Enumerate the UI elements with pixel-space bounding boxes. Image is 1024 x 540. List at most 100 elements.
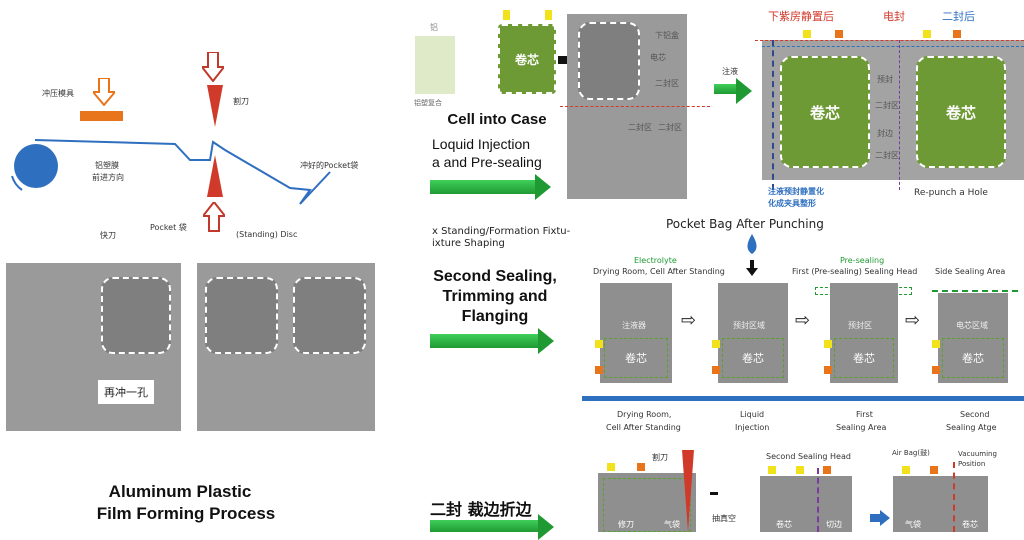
second-title-1: Second Sealing, [433,268,557,285]
core-1: 卷芯 [780,56,870,168]
bottom-flow-arrow-icon [710,492,718,495]
re-punch-label: 再冲一孔 [98,380,154,404]
film-label: 铝塑膜 [95,161,119,170]
drop-icon [744,234,760,282]
right-label-5: 二封区 [658,123,682,132]
core-2: 卷芯 [916,56,1006,168]
dry-top-label: Drying Room, Cell After Standing [593,267,725,276]
seal-cell-4-top: 电芯区域 [956,321,988,330]
bottom-4b: Sealing Atge [946,423,997,432]
right-sheet-tabs [803,30,1023,40]
punched-pocket-label: 冲好的Pocket袋 [300,161,359,170]
vacuum-label-2: Position [958,460,986,468]
case-redline [560,106,710,107]
left-section: 冲压模具 割刀 铝塑膜 前进方向 冲好的Pocket袋 Pocket 袋 快刀 … [0,0,395,532]
bottom-cell-2 [760,476,852,532]
green-arrow-3-icon [430,514,554,540]
mid-label-1: 预封 [877,75,893,84]
bottom-cell-2-label-a: 卷芯 [776,520,792,529]
bottom-cell-1 [598,473,696,532]
bottom-cell-3-red-line [953,462,955,532]
tab-1 [503,10,510,20]
cutter-blade-icon [205,85,225,209]
step-3-label: a and Pre-sealing [432,154,542,170]
electrolyte-label: Electrolyte [634,256,677,265]
press-die-arrow-icon [90,77,118,110]
inject-label: 注液 [722,67,738,76]
direction-label: 前进方向 [92,173,124,182]
press-die-block [80,111,123,121]
small-label: 铝 [430,23,438,32]
pocket-bag-label: Pocket 袋 [150,223,187,232]
case-pocket [578,22,640,100]
film-sheet [415,36,455,94]
cn-title: 二封 裁边折边 [430,500,532,519]
second-head-label: Second Sealing Head [766,452,851,461]
knife-label: 快刀 [100,231,116,240]
repunch-label: Re-punch a Hole [914,188,988,198]
pocket-after-label: Pocket Bag After Punching [666,217,824,231]
right-label-2: 电芯 [650,53,666,62]
sheet-blue-vertical [772,40,774,190]
standing-label-2: ixture Shaping [432,238,505,249]
vac-cn-label: 抽真空 [712,514,736,523]
film-roll-icon [8,138,68,202]
seal-cell-4-core: 卷芯 [942,338,1004,378]
seal-cell-2-top: 预封区域 [733,321,765,330]
left-title-line2: Film Forming Process [96,504,276,523]
bottom-cell-2-label-b: 切边 [826,520,842,529]
bottom-2b: Injection [735,423,770,432]
tab-2 [545,10,552,20]
flow-arrow-1-icon: ⇨ [681,310,697,331]
bottom-blue-arrow-icon [870,510,890,530]
bottom-3b: Sealing Area [836,423,887,432]
seal-cell-2-core: 卷芯 [722,338,784,378]
sheet-purple-vertical [899,40,900,190]
standing-disc-label: (Standing) Disc [236,230,298,239]
flow-arrow-2-icon: ⇨ [795,310,811,331]
bottom-cell-3-label-a: 气袋 [905,520,921,529]
header-mid-label: 电封 [883,10,905,23]
press-die-label: 冲压模具 [42,89,74,98]
green-cell-small: 卷芯 [498,24,556,94]
seal-cell-3-top: 预封区 [848,321,872,330]
bottom-cutter-label: 割刀 [652,453,668,462]
right-sheet-top-redline [755,40,1024,41]
blue-divider [582,396,1024,401]
bottom-1b: Cell After Standing [606,423,681,432]
header-right-label: 二封后 [942,10,975,23]
flow-arrow-3-icon: ⇨ [905,310,921,331]
inject-arrow-icon [714,78,752,104]
bottom-3a: First [856,410,873,419]
green-arrow-2-icon [430,328,554,354]
bottom-1a: Drying Room, [617,410,672,419]
seal-cell-2 [718,283,788,383]
vacuum-label-1: Vacuuming [958,450,997,458]
mid-label-4: 二封区 [875,151,899,160]
mid-label-3: 封边 [877,129,893,138]
seal-cell-3 [830,283,898,383]
first-head-label: First (Pre-sealing) Sealing Head [792,267,918,276]
bottom-cell-3-label-b: 卷芯 [962,520,978,529]
standing-label-1: x Standing/Formation Fixtu- [432,226,571,237]
mid-label-2: 二封区 [875,101,899,110]
header-left-label: 下紫房静置后 [768,10,834,23]
left-title-line1: Aluminum Plastic [108,482,252,501]
second-title-2: Trimming and [442,288,548,305]
green-arrow-1-icon [430,174,551,200]
cutter-arrow-icon [199,51,227,86]
sheet-right-pocket-1 [205,277,278,354]
bottom-2a: Liquid [740,410,765,419]
small-label-2: 铝塑复合 [414,99,442,107]
bottom-cell-2-purple-line [817,468,819,532]
seal-cell-3-core: 卷芯 [834,338,894,378]
bottom-cell-1-label-b: 气袋 [664,520,680,529]
right-label-1: 下铝盒 [655,31,679,40]
side-area-label: Side Sealing Area [935,267,1006,276]
pre-sealing-label: Pre-sealing [840,256,885,265]
right-label-4: 二封区 [628,123,652,132]
bottom-cutter-blade-icon [680,450,696,536]
bottom-cell-3 [893,476,988,532]
bottom-cell-1-label-a: 修刀 [618,520,634,529]
bottom-note-2: 化成夹具整形 [768,199,816,208]
